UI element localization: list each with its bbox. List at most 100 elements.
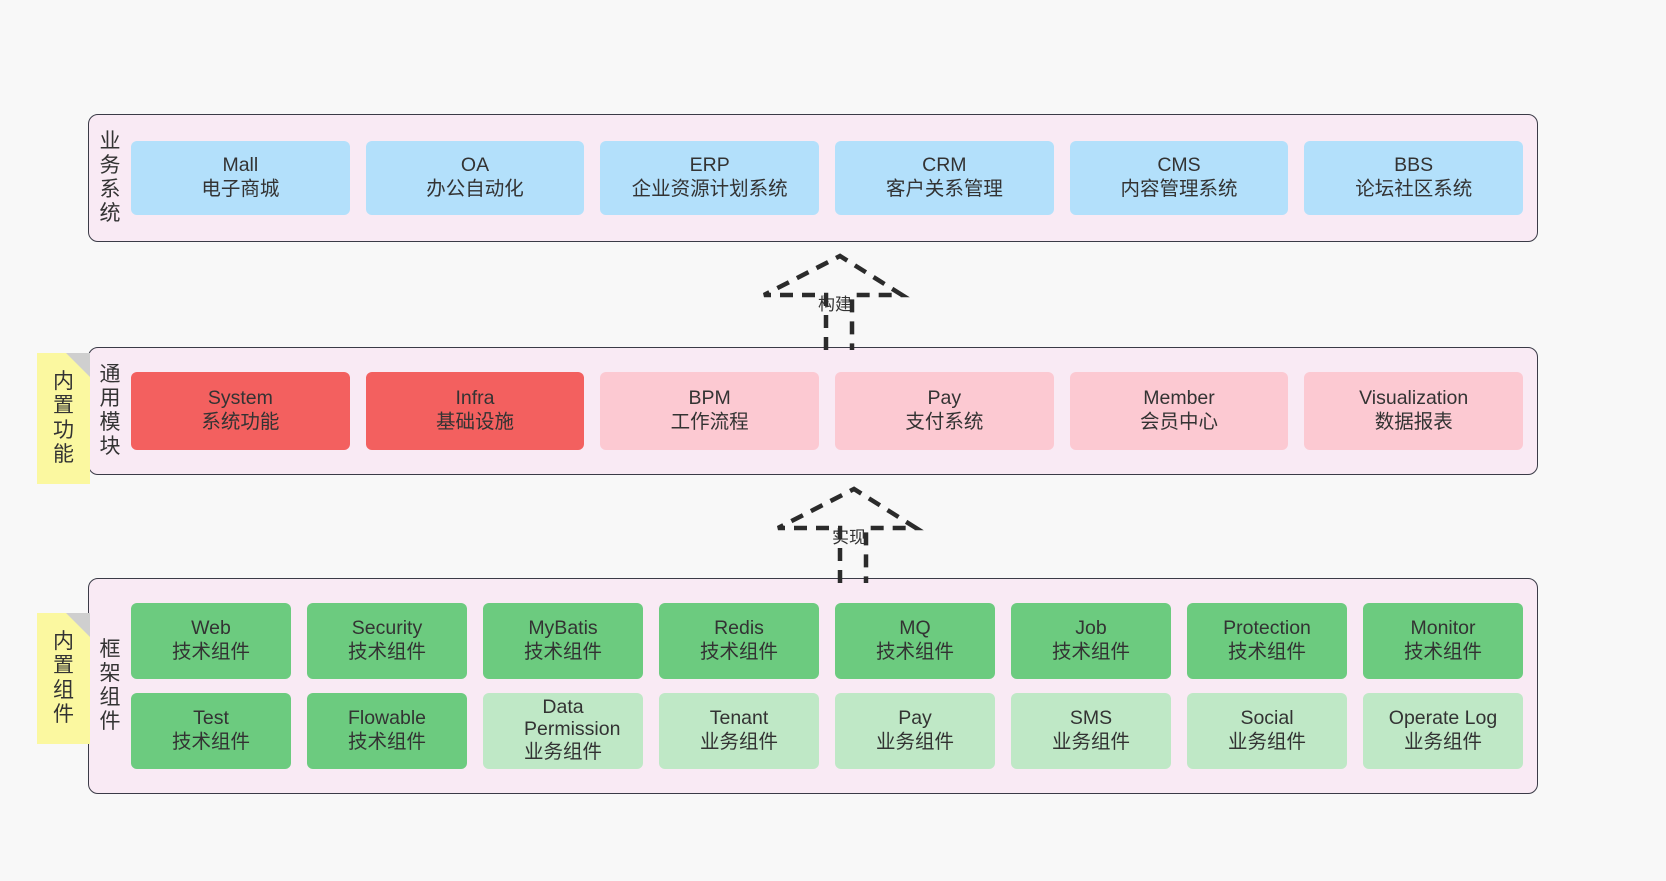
card-title: Protection [1223, 617, 1311, 640]
implement-arrow-svg [776, 486, 924, 583]
card-subtitle: 会员中心 [1140, 411, 1219, 433]
card-subtitle: 技术组件 [1051, 641, 1130, 663]
layer-common-modules: 通 用 模 块 System 系统功能 Infra 基础设施 BPM 工作流程 … [88, 347, 1538, 475]
card-subtitle: 业务组件 [699, 731, 778, 753]
layer-body-framework-components: Web 技术组件 Security 技术组件 MyBatis 技术组件 Redi… [131, 579, 1537, 793]
card-subtitle: 技术组件 [1227, 641, 1306, 663]
card-operate-log[interactable]: Operate Log 业务组件 [1363, 693, 1523, 769]
card-title: Flowable [347, 707, 427, 730]
card-title: CRM [922, 154, 967, 177]
card-subtitle: 内容管理系统 [1120, 178, 1238, 200]
card-row: Web 技术组件 Security 技术组件 MyBatis 技术组件 Redi… [131, 603, 1523, 679]
card-visualization[interactable]: Visualization 数据报表 [1304, 372, 1524, 450]
layer-business-systems: 业 务 系 统 Mall 电子商城 OA 办公自动化 ERP 企业资源计划系统 … [88, 114, 1538, 242]
card-subtitle: 电子商城 [201, 178, 280, 200]
card-row: Mall 电子商城 OA 办公自动化 ERP 企业资源计划系统 CRM 客户关系… [131, 141, 1524, 215]
card-title: ERP [689, 154, 730, 177]
card-title: CMS [1157, 154, 1201, 177]
build-arrow [752, 250, 912, 350]
card-monitor[interactable]: Monitor 技术组件 [1363, 603, 1523, 679]
card-title: Security [351, 617, 423, 640]
card-subtitle: 业务组件 [875, 731, 954, 753]
card-data-permission[interactable]: Data Permission 业务组件 [483, 693, 643, 769]
card-member[interactable]: Member 会员中心 [1069, 372, 1289, 450]
card-subtitle: 系统功能 [201, 411, 280, 433]
card-subtitle: 业务组件 [1403, 731, 1482, 753]
card-test[interactable]: Test 技术组件 [131, 693, 291, 769]
card-subtitle: 技术组件 [171, 731, 250, 753]
card-flowable[interactable]: Flowable 技术组件 [307, 693, 467, 769]
card-job[interactable]: Job 技术组件 [1011, 603, 1171, 679]
card-title: BBS [1394, 154, 1434, 177]
card-pay[interactable]: Pay 支付系统 [835, 372, 1054, 450]
card-title: Job [1075, 617, 1107, 640]
card-title: Tenant [709, 707, 769, 730]
card-mall[interactable]: Mall 电子商城 [131, 141, 350, 215]
card-social[interactable]: Social 业务组件 [1187, 693, 1347, 769]
card-title: Mall [222, 154, 259, 177]
layer-label-business-systems: 业 务 系 统 [99, 129, 121, 226]
card-tenant[interactable]: Tenant 业务组件 [659, 693, 819, 769]
card-subtitle: 工作流程 [670, 411, 749, 433]
card-title: SMS [1069, 707, 1113, 730]
card-cms[interactable]: CMS 内容管理系统 [1069, 141, 1289, 215]
card-bbs[interactable]: BBS 论坛社区系统 [1304, 141, 1524, 215]
card-infra[interactable]: Infra 基础设施 [365, 372, 585, 450]
card-redis[interactable]: Redis 技术组件 [659, 603, 819, 679]
card-crm[interactable]: CRM 客户关系管理 [835, 141, 1054, 215]
card-title: Social [1240, 707, 1294, 730]
card-title: Visualization [1359, 387, 1469, 410]
card-subtitle: 技术组件 [347, 641, 426, 663]
card-title: Operate Log [1388, 707, 1498, 730]
card-erp[interactable]: ERP 企业资源计划系统 [600, 141, 820, 215]
layer-label-framework-components: 框 架 组 件 [99, 637, 121, 734]
card-subtitle: 业务组件 [1227, 731, 1306, 753]
card-title: OA [460, 154, 490, 177]
card-pay-biz[interactable]: Pay 业务组件 [835, 693, 995, 769]
card-protection[interactable]: Protection 技术组件 [1187, 603, 1347, 679]
card-subtitle: 支付系统 [905, 411, 984, 433]
card-subtitle: 业务组件 [1051, 731, 1130, 753]
builtin-components-note: 内 置 组 件 [37, 613, 90, 744]
card-title: Monitor [1410, 617, 1476, 640]
card-security[interactable]: Security 技术组件 [307, 603, 467, 679]
card-subtitle: 数据报表 [1374, 411, 1453, 433]
card-sms[interactable]: SMS 业务组件 [1011, 693, 1171, 769]
layer-label-common-modules: 通 用 模 块 [99, 362, 121, 459]
card-title: Data Permission [524, 696, 621, 741]
card-subtitle: 客户关系管理 [885, 178, 1003, 200]
card-title: MyBatis [528, 617, 598, 640]
card-row: Test 技术组件 Flowable 技术组件 Data Permission … [131, 693, 1523, 769]
card-system[interactable]: System 系统功能 [131, 372, 350, 450]
card-title: Test [193, 707, 229, 730]
card-title: BPM [688, 387, 731, 410]
card-title: Infra [455, 387, 495, 410]
card-title: Redis [714, 617, 764, 640]
card-title: Pay [898, 707, 932, 730]
card-mq[interactable]: MQ 技术组件 [835, 603, 995, 679]
card-oa[interactable]: OA 办公自动化 [365, 141, 585, 215]
card-subtitle: 技术组件 [1403, 641, 1482, 663]
build-arrow-svg [762, 253, 910, 350]
card-subtitle: 基础设施 [436, 411, 515, 433]
note-text: 内 置 组 件 [53, 630, 74, 726]
card-subtitle: 技术组件 [875, 641, 954, 663]
card-subtitle: 技术组件 [699, 641, 778, 663]
card-title: Member [1143, 387, 1215, 410]
card-title: MQ [899, 617, 931, 640]
card-bpm[interactable]: BPM 工作流程 [600, 372, 820, 450]
card-subtitle: 企业资源计划系统 [631, 178, 788, 200]
layer-body-business-systems: Mall 电子商城 OA 办公自动化 ERP 企业资源计划系统 CRM 客户关系… [131, 115, 1537, 241]
card-mybatis[interactable]: MyBatis 技术组件 [483, 603, 643, 679]
card-subtitle: 办公自动化 [426, 178, 524, 200]
builtin-features-note: 内 置 功 能 [37, 353, 90, 484]
layer-body-common-modules: System 系统功能 Infra 基础设施 BPM 工作流程 Pay 支付系统… [131, 348, 1537, 474]
note-text: 内 置 功 能 [53, 370, 74, 466]
card-subtitle: 业务组件 [523, 740, 602, 763]
card-title: Web [191, 617, 231, 640]
card-row: System 系统功能 Infra 基础设施 BPM 工作流程 Pay 支付系统… [131, 372, 1524, 450]
card-title: System [207, 387, 273, 410]
card-subtitle: 技术组件 [523, 641, 602, 663]
card-web[interactable]: Web 技术组件 [131, 603, 291, 679]
